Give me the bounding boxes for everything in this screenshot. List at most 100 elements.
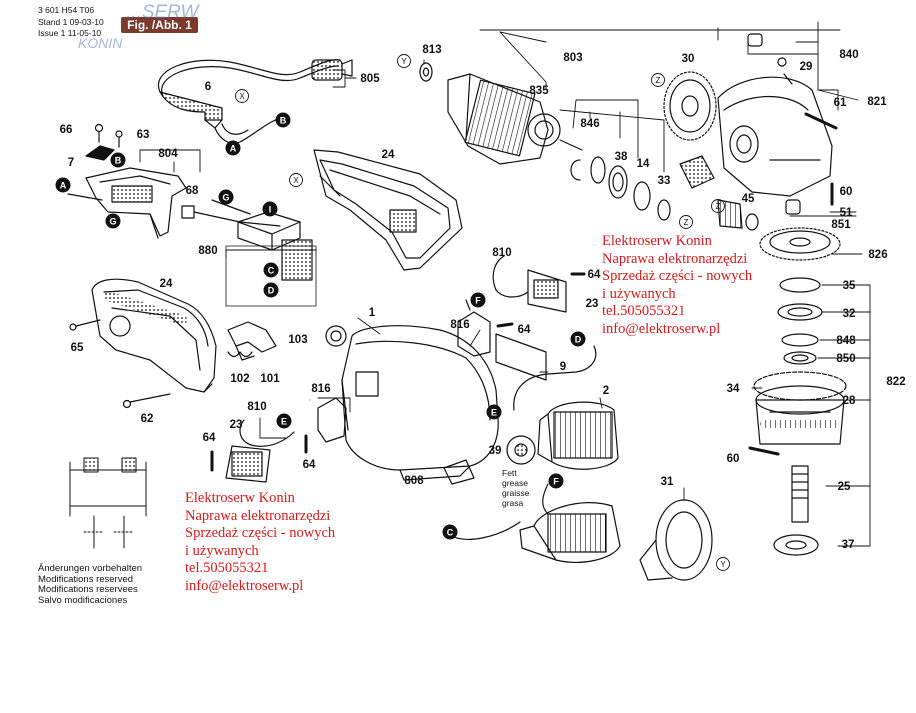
grease-note: Fett grease graisse grasa <box>502 468 530 508</box>
small-screws <box>210 272 586 472</box>
svg-text:Z: Z <box>684 218 689 227</box>
svg-text:28: 28 <box>843 395 856 407</box>
svg-text:grasa: grasa <box>502 498 524 508</box>
svg-text:840: 840 <box>839 49 858 61</box>
brush-plate <box>506 435 536 465</box>
promo-block-left: Elektroserw Konin Naprawa elektronarzędz… <box>185 490 335 596</box>
svg-text:51: 51 <box>840 207 853 219</box>
promo-line: i używanych <box>602 285 676 302</box>
marker-d-right: D <box>570 331 586 347</box>
grease-label <box>443 459 475 485</box>
figure-label: Fig. /Abb. 1 <box>121 17 198 33</box>
power-cord <box>157 59 353 144</box>
svg-text:E: E <box>281 417 287 427</box>
issue-date: Issue 1 11-05-10 <box>38 28 102 38</box>
marker-b-top: B <box>275 112 291 128</box>
marker-y-bottom: Y <box>716 557 730 571</box>
svg-text:G: G <box>109 217 116 227</box>
promo-line: i używanych <box>185 542 259 559</box>
motor-housing <box>341 325 499 481</box>
svg-text:B: B <box>115 156 122 166</box>
svg-text:810: 810 <box>247 401 266 413</box>
svg-text:23: 23 <box>586 298 599 310</box>
wiring-schematic <box>69 457 147 549</box>
svg-text:24: 24 <box>160 278 173 290</box>
marker-a-top: A <box>225 140 241 156</box>
field-coil <box>537 401 619 470</box>
svg-text:804: 804 <box>158 148 178 160</box>
housing-screws <box>69 319 171 409</box>
marker-a-left: A <box>55 177 71 193</box>
svg-text:6: 6 <box>205 81 211 93</box>
svg-text:D: D <box>268 286 275 296</box>
svg-text:A: A <box>230 144 237 154</box>
marker-z-gear: Z <box>651 73 665 87</box>
svg-text:64: 64 <box>203 432 216 444</box>
svg-text:C: C <box>447 528 454 538</box>
svg-text:I: I <box>269 205 272 215</box>
marker-b-left: B <box>110 152 126 168</box>
bearing-813 <box>419 62 433 82</box>
bearing-flange <box>753 371 847 445</box>
svg-text:31: 31 <box>661 476 674 488</box>
svg-text:32: 32 <box>843 308 856 320</box>
spindle <box>773 465 819 556</box>
svg-text:14: 14 <box>637 158 650 170</box>
note-line: Modifications reserved <box>38 573 134 585</box>
svg-text:803: 803 <box>563 52 582 64</box>
svg-text:61: 61 <box>834 97 847 109</box>
svg-text:66: 66 <box>60 124 73 136</box>
marker-x-top: X <box>235 89 249 103</box>
svg-text:1: 1 <box>369 307 376 319</box>
svg-text:60: 60 <box>840 186 853 198</box>
wiring-upper <box>457 255 567 381</box>
svg-text:Y: Y <box>720 560 726 569</box>
svg-text:816: 816 <box>311 383 330 395</box>
callout-markers: B A B A G G I C D F D E E F C <box>55 112 586 540</box>
marker-x-housing: X <box>289 173 303 187</box>
gear-screws <box>748 112 838 456</box>
promo-email: info@elektroserw.pl <box>185 577 304 594</box>
marker-z-ring: Z <box>679 215 693 229</box>
svg-text:7: 7 <box>68 157 74 169</box>
svg-text:33: 33 <box>658 175 671 187</box>
svg-text:63: 63 <box>137 129 150 141</box>
promo-block-right: Elektroserw Konin Naprawa elektronarzędz… <box>602 233 752 339</box>
marker-e-mid: E <box>486 404 502 420</box>
svg-text:62: 62 <box>141 413 154 425</box>
svg-text:Z: Z <box>716 202 721 211</box>
svg-text:25: 25 <box>838 481 851 493</box>
svg-text:808: 808 <box>404 475 424 487</box>
leader-lines <box>139 21 871 547</box>
switch-lever <box>227 321 277 361</box>
fan-cover <box>639 499 713 581</box>
svg-text:F: F <box>553 477 559 487</box>
cord-clamp-parts <box>85 123 123 161</box>
svg-text:65: 65 <box>71 342 84 354</box>
svg-text:graisse: graisse <box>502 488 530 498</box>
promo-line: Elektroserw Konin <box>602 233 712 249</box>
svg-text:34: 34 <box>727 383 740 395</box>
svg-text:30: 30 <box>682 53 695 65</box>
bearing-stack <box>570 156 671 221</box>
svg-text:60: 60 <box>727 453 740 465</box>
marker-g-left: G <box>105 213 121 229</box>
svg-text:64: 64 <box>518 324 531 336</box>
brush-cap <box>325 325 347 347</box>
svg-text:9: 9 <box>560 361 566 373</box>
part-labels: 813 803 805 6 835 30 840 29 821 61 66 63… <box>60 44 906 551</box>
svg-text:Z: Z <box>656 76 661 85</box>
field-coil-lower <box>519 502 621 563</box>
switch-assembly <box>67 167 281 239</box>
svg-text:23: 23 <box>230 419 243 431</box>
note-line: Salvo modificaciones <box>38 594 128 606</box>
svg-text:68: 68 <box>186 185 199 197</box>
svg-text:880: 880 <box>198 245 217 257</box>
svg-text:835: 835 <box>529 85 549 97</box>
svg-text:816: 816 <box>450 319 469 331</box>
svg-text:2: 2 <box>603 385 609 397</box>
svg-text:29: 29 <box>800 61 813 73</box>
svg-text:848: 848 <box>836 335 856 347</box>
